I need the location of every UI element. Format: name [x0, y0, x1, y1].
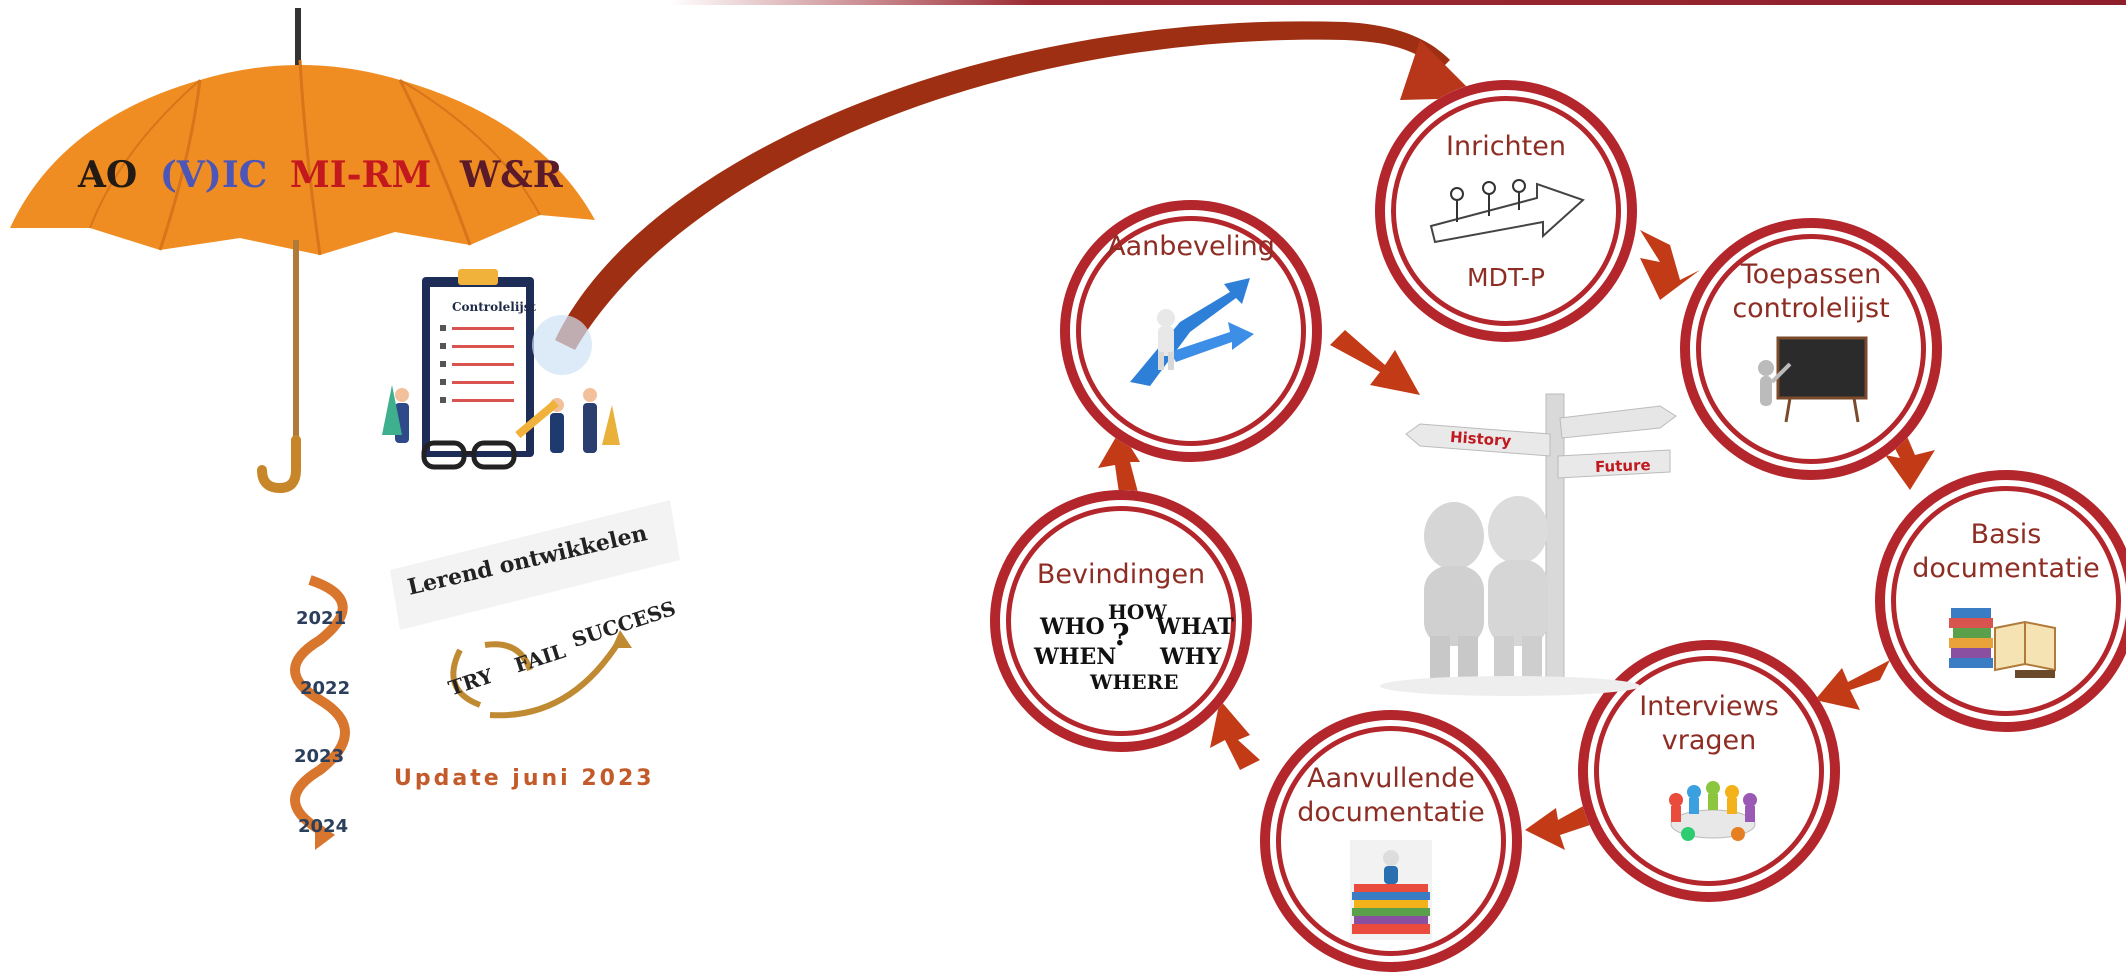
year-2021: 2021 [296, 608, 347, 629]
arrow-aanbeveling-center [1330, 330, 1420, 395]
ring-inner [1696, 234, 1926, 464]
umbrella-handle [257, 435, 301, 494]
word-how: HOW [1108, 600, 1167, 624]
ring-outer [1060, 200, 1322, 462]
spiral-arrowhead [315, 820, 335, 850]
ring-inner [1391, 96, 1621, 326]
books-icon [1949, 608, 2056, 678]
ring-outer [1680, 218, 1942, 480]
sign-future-label: Future [1594, 456, 1651, 476]
sign-blank [1559, 405, 1677, 439]
ring-outer [1875, 470, 2126, 732]
label-w-r: W&R [459, 154, 563, 196]
node-aanbeveling-label: Aanbeveling [1107, 231, 1275, 262]
arrow-basis-interviews [1815, 660, 1890, 710]
canopy-rib [399, 79, 541, 216]
node-inrichten-sub: MDT-P [1467, 263, 1545, 292]
checklist-title: Controlelijst [451, 300, 537, 314]
node-aanvullende-label-2: documentatie [1297, 797, 1485, 828]
arrow-inrichten-toepassen [1640, 230, 1700, 300]
chalkboard-icon [1758, 336, 1868, 423]
ring-inner [1891, 486, 2121, 716]
ring-inner [1276, 726, 1506, 956]
ring-inner [1076, 216, 1306, 446]
cycle-arrow [450, 648, 482, 708]
node-basis-label-1: Basis [1970, 519, 2042, 550]
shadow [1380, 676, 1640, 696]
node-basis-documentatie[interactable]: Basis documentatie [1875, 470, 2126, 732]
node-aanvullende-label-1: Aanvullende [1307, 763, 1475, 794]
node-interviews-vragen[interactable]: Interviews vragen [1578, 640, 1840, 902]
top-accent-rule [670, 0, 2126, 5]
node-interviews-label-2: vragen [1661, 725, 1757, 756]
node-aanvullende-documentatie[interactable]: Aanvullende documentatie [1260, 710, 1522, 972]
year-2022: 2022 [300, 678, 351, 699]
umbrella-tip [295, 8, 301, 68]
ring-outer [1375, 80, 1637, 342]
document-stack-icon [1350, 840, 1432, 940]
node-toepassen-label-2: controlelijst [1732, 293, 1890, 324]
word-where: WHERE [1090, 670, 1179, 694]
node-toepassen-controlelijst[interactable]: Toepassen controlelijst [1680, 218, 1942, 480]
node-aanbeveling[interactable]: Aanbeveling [1060, 200, 1322, 462]
canopy-rib [89, 79, 201, 229]
label-ao: AO [78, 154, 138, 196]
glasses-icon [421, 440, 517, 470]
arrow-aanvullende-bevindingen [1210, 700, 1260, 770]
big-curved-arrowhead [1400, 40, 1478, 100]
sign-future-board [1557, 449, 1671, 479]
clipboard-paper [430, 287, 526, 451]
word-who: WHO [1040, 614, 1105, 640]
umbrella-label: AO (V)IC MI-RM W&R [78, 154, 573, 196]
ring-outer [1578, 640, 1840, 902]
word-why: WHY [1160, 644, 1222, 670]
ring-inner [1594, 656, 1824, 886]
signpost-illustration [1380, 393, 1677, 696]
canopy-rib [298, 59, 322, 256]
learning-card [390, 500, 680, 719]
ring-inner [1006, 506, 1236, 736]
timeline-spiral [290, 575, 350, 850]
pencil-icon [515, 399, 559, 439]
node-bevindingen[interactable]: Bevindingen WHO HOW WHAT ? WHEN WHY WHER… [990, 490, 1252, 752]
umbrella-graphic [10, 8, 595, 494]
cycle-arrow [484, 641, 533, 672]
decor-bubble [532, 315, 592, 375]
ring-outer [1260, 710, 1522, 972]
word-what: WHAT [1156, 614, 1234, 640]
node-inrichten-label: Inrichten [1446, 131, 1566, 162]
canopy-rib [398, 79, 472, 246]
clipboard-clip [458, 269, 498, 285]
node-bevindingen-label: Bevindingen [1036, 559, 1206, 590]
big-curved-arrow [555, 21, 1450, 350]
arrow-bevindingen-aanbeveling [1098, 430, 1140, 500]
year-2023: 2023 [294, 746, 345, 767]
label-mi-rm: MI-RM [289, 154, 432, 196]
word-when: WHEN [1034, 644, 1117, 670]
ring-outer [990, 490, 1252, 752]
node-toepassen-label-1: Toepassen [1740, 259, 1882, 290]
arrowhead [612, 630, 632, 648]
two-figures [1424, 496, 1548, 684]
checklist-illustration [382, 269, 620, 470]
canopy-rib [158, 79, 202, 251]
team-arrow-sketch [1429, 179, 1585, 244]
node-interviews-label-1: Interviews [1639, 691, 1779, 722]
label-vic: (V)IC [159, 154, 268, 196]
umbrella-shaft [293, 240, 299, 440]
node-basis-label-2: documentatie [1912, 553, 2100, 584]
success-arrow [489, 638, 623, 719]
crossroads-arrows-icon [1130, 278, 1254, 386]
question-mark-icon: ? [1112, 618, 1130, 653]
update-text: Update juni 2023 [394, 766, 655, 791]
node-inrichten[interactable]: Inrichten MDT-P [1375, 80, 1637, 342]
sign-history-board [1405, 423, 1551, 457]
year-2024: 2024 [298, 816, 349, 837]
learning-banner [390, 500, 680, 630]
spiral-path [290, 575, 350, 835]
checklist-lines [440, 325, 514, 403]
meeting-table-icon [1669, 781, 1757, 841]
arrow-interviews-aanvullende [1525, 805, 1590, 850]
